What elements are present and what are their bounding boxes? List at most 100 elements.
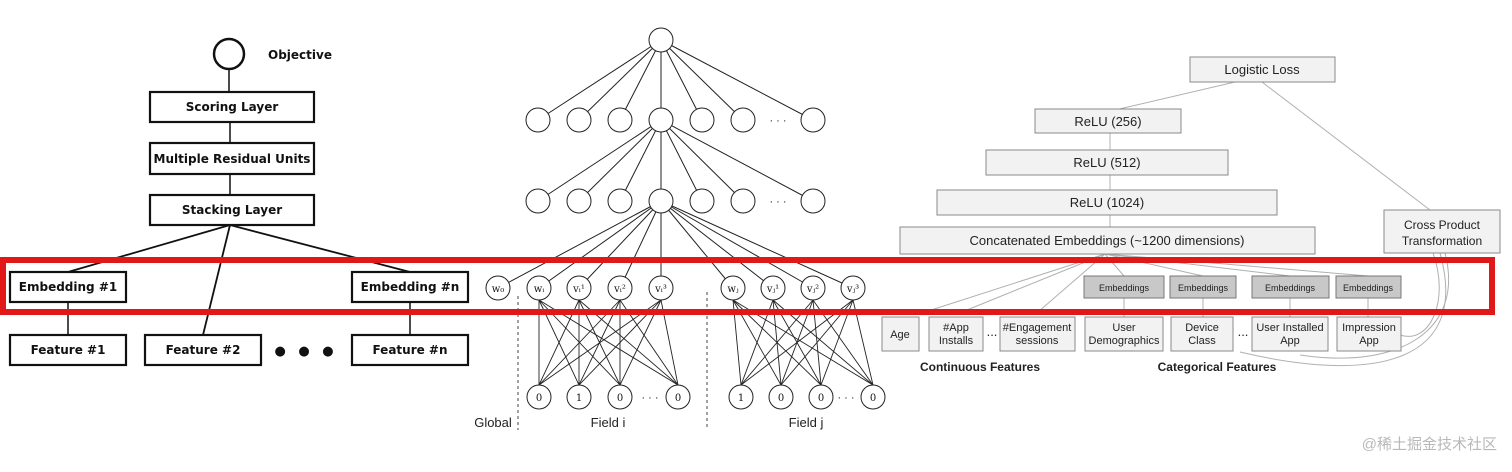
app-installs-box — [928, 316, 984, 352]
relu-512-box — [985, 149, 1229, 176]
wj-node — [720, 275, 746, 301]
w0-label: w₀ — [492, 284, 505, 295]
hidden1-node — [648, 107, 674, 133]
vj3-label: vⱼ³ — [846, 284, 859, 295]
feature-nodes — [485, 275, 866, 301]
wide-deep-connections — [924, 81, 1450, 367]
fm-network-panel — [497, 39, 854, 289]
user-demographics-label-2: Demographics — [1089, 335, 1160, 347]
global-label: Global — [474, 415, 512, 430]
embedding-layer-highlight — [0, 257, 1495, 315]
hidden1-node — [566, 107, 592, 133]
input-node — [566, 384, 592, 410]
input-value: 0 — [818, 393, 824, 404]
embedding-boxes — [1083, 275, 1402, 299]
vi3-label: vᵢ³ — [654, 284, 667, 295]
wj-label: wⱼ — [727, 284, 739, 295]
cross-product-box — [1383, 209, 1501, 254]
feature-n-box — [350, 333, 470, 367]
input-node — [607, 384, 633, 410]
hidden2-node — [689, 188, 715, 214]
impression-app-box — [1336, 316, 1402, 352]
hidden2-node — [800, 188, 826, 214]
feature-1-label: Feature #1 — [31, 343, 106, 357]
wide-deep-boxes — [881, 56, 1501, 352]
hidden2-ellipsis: · · · — [769, 196, 786, 208]
app-installs-label-2: Installs — [939, 335, 974, 347]
user-installed-app-box — [1251, 316, 1329, 352]
field-i-label: Field i — [591, 415, 626, 430]
logistic-loss-label: Logistic Loss — [1224, 62, 1300, 77]
feature-2-label: Feature #2 — [166, 343, 241, 357]
device-class-label-2: Class — [1188, 335, 1216, 347]
input-nodes — [526, 384, 886, 410]
inputs-j-ellipsis: · · · — [837, 392, 854, 404]
input-value: 0 — [536, 393, 542, 404]
impression-app-label-1: Impression — [1342, 322, 1396, 334]
hidden1-ellipsis: · · · — [769, 115, 786, 127]
fm-top-node — [648, 27, 674, 53]
input-value: 1 — [576, 393, 582, 404]
vj2-label: vⱼ² — [806, 284, 819, 295]
embedding-label: Embeddings — [1178, 283, 1229, 293]
input-value: 0 — [870, 393, 876, 404]
input-node — [808, 384, 834, 410]
engagement-label-1: #Engagement — [1003, 322, 1072, 334]
concat-box — [899, 226, 1316, 255]
field-j-label: Field j — [789, 415, 824, 430]
vj3-node — [840, 275, 866, 301]
hidden2-node — [607, 188, 633, 214]
feature-1-box — [8, 333, 128, 367]
feature-ellipsis: ● ● ● — [274, 344, 337, 359]
residual-units-label: Multiple Residual Units — [154, 152, 311, 166]
relu-1024-box — [936, 189, 1278, 216]
hidden2-node — [730, 188, 756, 214]
continuous-features-label: Continuous Features — [920, 360, 1040, 374]
hidden1-node — [800, 107, 826, 133]
relu-512-label: ReLU (512) — [1073, 155, 1140, 170]
input-node — [768, 384, 794, 410]
w0-node — [485, 275, 511, 301]
input-value: 1 — [738, 393, 744, 404]
hidden1-node — [689, 107, 715, 133]
age-box — [881, 316, 920, 352]
relu-256-box — [1034, 108, 1182, 134]
vj1-node — [760, 275, 786, 301]
embedding-box — [1251, 275, 1330, 299]
input-node — [526, 384, 552, 410]
feature-2-box — [143, 333, 263, 367]
feature-n-label: Feature #n — [372, 343, 447, 357]
embedding-label: Embeddings — [1343, 283, 1394, 293]
watermark: @稀土掘金技术社区 — [1362, 436, 1497, 453]
objective-label: Objective — [268, 48, 332, 62]
hidden1-node — [607, 107, 633, 133]
residual-units-box — [148, 141, 316, 176]
deep-crossing-panel — [8, 37, 470, 367]
hidden1-node — [730, 107, 756, 133]
vi1-node — [566, 275, 592, 301]
categorical-features-label: Categorical Features — [1158, 360, 1277, 374]
embedding-n-label: Embedding #n — [361, 280, 460, 294]
concat-label: Concatenated Embeddings (~1200 dimension… — [970, 233, 1245, 248]
embedding-box — [1169, 275, 1237, 299]
logistic-loss-box — [1189, 56, 1336, 83]
scoring-layer-box — [148, 90, 316, 124]
input-value: 0 — [675, 393, 681, 404]
input-node — [860, 384, 886, 410]
hidden2-node — [648, 188, 674, 214]
relu-1024-label: ReLU (1024) — [1070, 195, 1144, 210]
user-demographics-box — [1084, 316, 1164, 352]
vj2-node — [800, 275, 826, 301]
relu-256-label: ReLU (256) — [1074, 114, 1141, 129]
embedding-label: Embeddings — [1265, 283, 1316, 293]
impression-app-label-2: App — [1359, 335, 1379, 347]
embedding-1-label: Embedding #1 — [19, 280, 117, 294]
device-class-label-1: Device — [1185, 322, 1219, 334]
hidden2-node — [525, 188, 551, 214]
vi1-label: vᵢ¹ — [572, 284, 585, 295]
user-installed-app-label-2: App — [1280, 335, 1300, 347]
vi2-label: vᵢ² — [613, 284, 626, 295]
cross-product-label-2: Transformation — [1402, 234, 1482, 248]
embedding-box — [1335, 275, 1402, 299]
